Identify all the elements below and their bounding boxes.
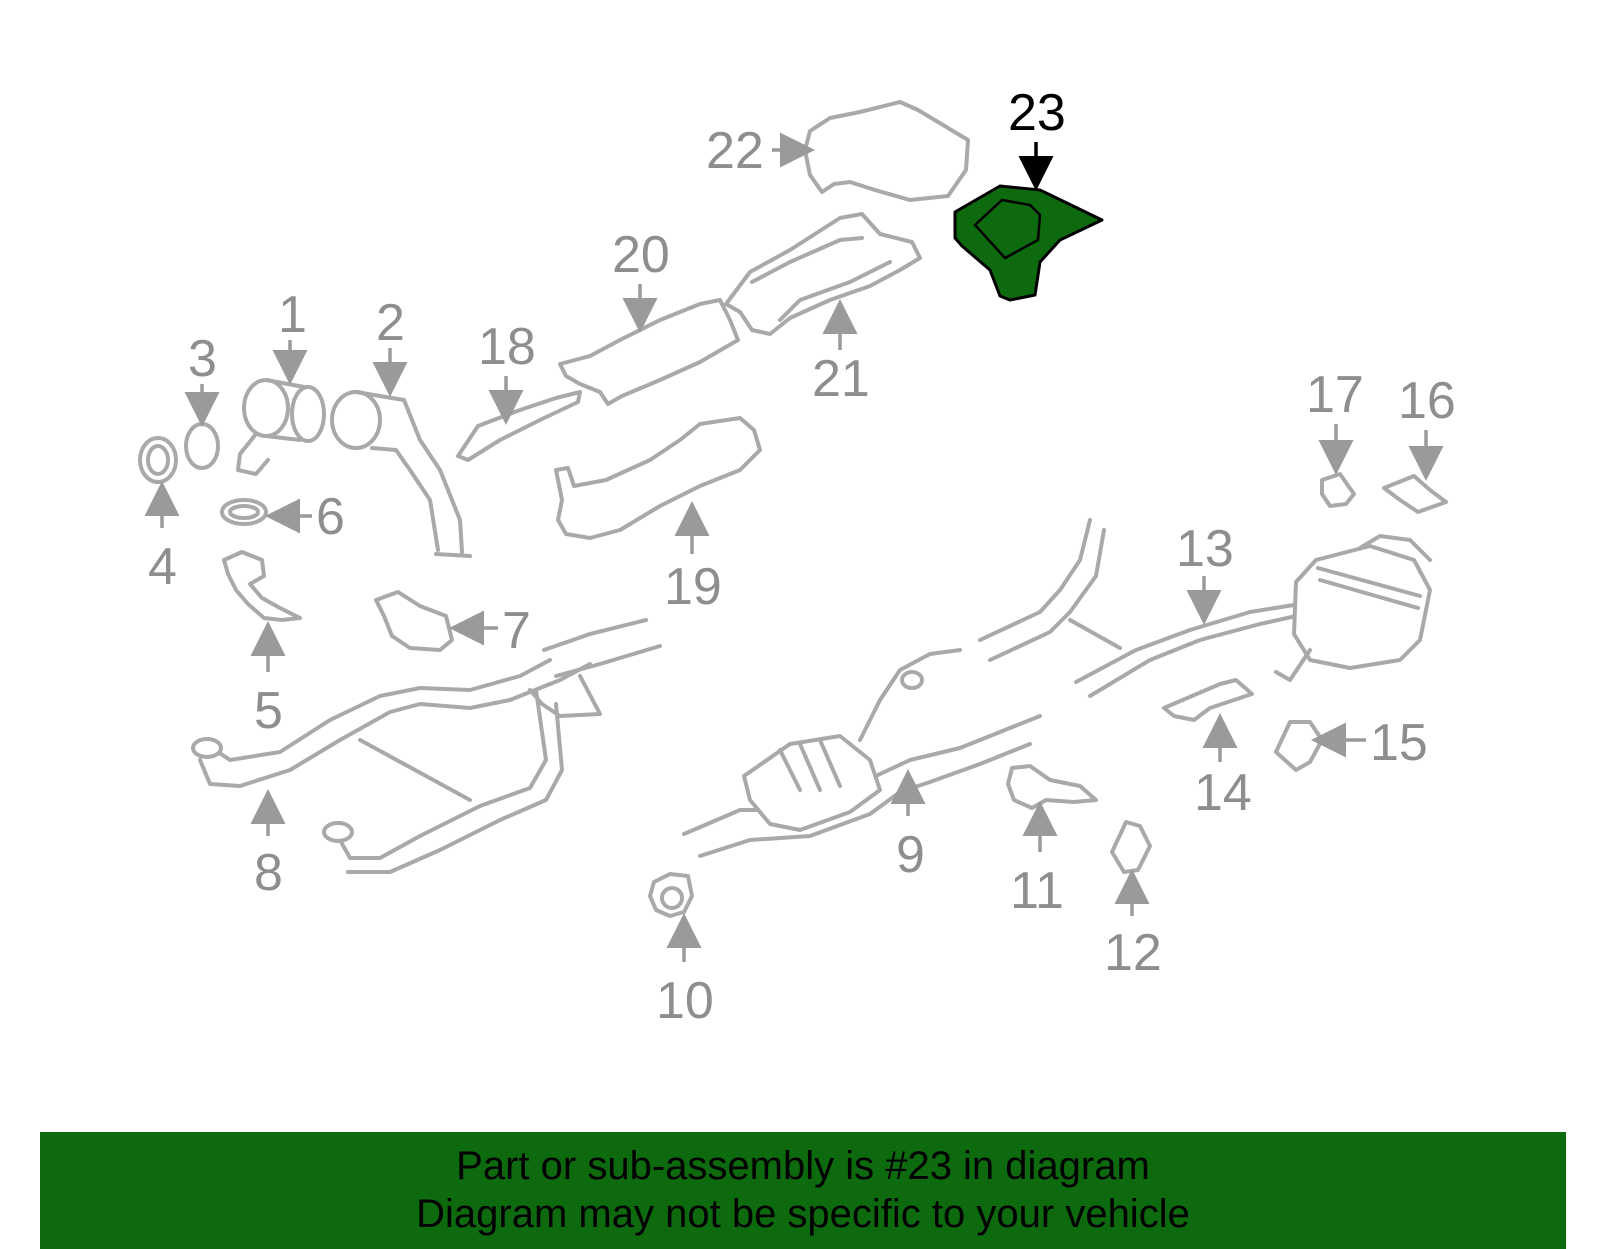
part-20-heat-shield[interactable] xyxy=(558,298,740,406)
part-3-gasket[interactable] xyxy=(184,422,220,470)
part-8-front-pipe-assembly[interactable] xyxy=(191,618,662,874)
part-19-heat-shield[interactable] xyxy=(554,416,762,540)
part-4-clamp[interactable] xyxy=(138,436,178,484)
footer-line-2: Diagram may not be specific to your vehi… xyxy=(416,1192,1190,1236)
callout-9[interactable]: 9 xyxy=(896,826,925,884)
callout-23[interactable]: 23 xyxy=(1008,84,1066,142)
callout-labels: 1 2 3 4 5 6 7 8 9 10 11 12 13 14 15 16 1… xyxy=(148,84,1456,1030)
callout-16[interactable]: 16 xyxy=(1398,372,1456,430)
callout-11[interactable]: 11 xyxy=(1010,862,1064,920)
part-23-heat-shield[interactable] xyxy=(953,184,1104,302)
part-2-front-pipe[interactable] xyxy=(330,390,472,558)
callout-14[interactable]: 14 xyxy=(1194,764,1252,822)
part-13-rear-muffler[interactable] xyxy=(978,518,1432,698)
part-17-bushing[interactable] xyxy=(1320,472,1356,508)
part-1-catalytic-converter[interactable] xyxy=(236,378,326,476)
callout-22[interactable]: 22 xyxy=(706,122,764,180)
footer-line-1: Part or sub-assembly is #23 in diagram xyxy=(456,1144,1150,1188)
part-14-plate[interactable] xyxy=(1162,678,1254,722)
callout-12[interactable]: 12 xyxy=(1104,924,1162,982)
callout-19[interactable]: 19 xyxy=(664,558,722,616)
callout-20[interactable]: 20 xyxy=(612,226,670,284)
callout-1[interactable]: 1 xyxy=(278,286,307,344)
part-10-clamp[interactable] xyxy=(648,872,694,918)
part-18-strip[interactable] xyxy=(456,390,582,462)
callout-18[interactable]: 18 xyxy=(478,318,536,376)
part-6-seal-ring[interactable] xyxy=(220,498,268,526)
callout-15[interactable]: 15 xyxy=(1370,714,1428,772)
part-12-gasket[interactable] xyxy=(1110,820,1152,874)
callout-10[interactable]: 10 xyxy=(656,972,714,1030)
part-9-middle-pipe[interactable] xyxy=(682,648,1042,858)
callout-7[interactable]: 7 xyxy=(502,602,531,660)
callout-17[interactable]: 17 xyxy=(1306,366,1364,424)
callout-21[interactable]: 21 xyxy=(812,350,870,408)
footer-banner: Part or sub-assembly is #23 in diagram D… xyxy=(40,1132,1566,1249)
callout-3[interactable]: 3 xyxy=(188,330,217,388)
part-5-bracket-pipe[interactable] xyxy=(222,550,302,622)
callout-8[interactable]: 8 xyxy=(254,844,283,902)
callout-13[interactable]: 13 xyxy=(1176,520,1234,578)
callout-2[interactable]: 2 xyxy=(376,294,405,352)
part-7-flange-gasket[interactable] xyxy=(374,590,454,652)
callout-6[interactable]: 6 xyxy=(316,488,345,546)
part-21-heat-shield[interactable] xyxy=(724,212,922,336)
callout-5[interactable]: 5 xyxy=(254,682,283,740)
callout-4[interactable]: 4 xyxy=(148,538,177,596)
part-23-panel-detail xyxy=(973,198,1042,260)
part-11-bracket[interactable] xyxy=(1006,764,1098,810)
part-16-bracket[interactable] xyxy=(1382,474,1448,514)
part-22-heat-shield[interactable] xyxy=(803,100,970,202)
callout-arrows xyxy=(144,132,1444,962)
part-15-tip-trim[interactable] xyxy=(1274,720,1324,772)
part-21-detail xyxy=(750,236,892,322)
